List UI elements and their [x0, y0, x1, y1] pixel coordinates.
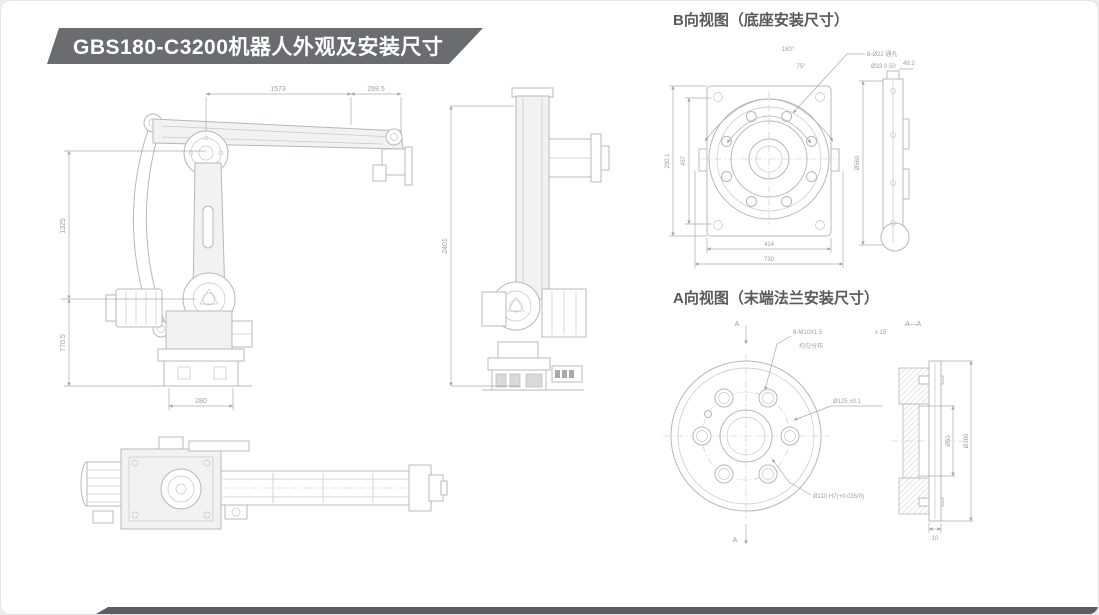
dim-angle-inner: 75° [796, 64, 806, 70]
page-title: GBS180-C3200机器人外观及安装尺寸 [73, 36, 444, 59]
dim-plate-thickness: 10 [932, 536, 939, 542]
callout-mounting-holes: 8-Ø22 通孔 [867, 50, 897, 58]
view-b-title: B向视图（底座安装尺寸） [673, 12, 849, 29]
dim-left-inner: 457 [681, 155, 687, 166]
dim-side-diameter: Ø560 [855, 155, 861, 170]
top-view-robot-art [80, 436, 448, 530]
view-a-title: A向视图（末端法兰安装尺寸） [673, 290, 879, 307]
view-b-drawing: 180° 75° 8-Ø22 通孔 Ø33 0.50 290.1 457 414… [665, 47, 915, 268]
side-view-robot-art [105, 113, 413, 387]
dim-left-outer: 290.1 [665, 153, 671, 169]
dim-bottom-inner: 414 [764, 242, 775, 248]
next-section-banner-edge [96, 607, 1098, 614]
robot-top-view-drawing [80, 436, 448, 530]
dim-flange-od: Ø160 [964, 433, 970, 448]
callout-flange-bolts: 6-M10X1.5 [793, 330, 823, 336]
view-a-drawing: A A 6-M10X1.5 x 15 均匀分布 Ø125 ±0.1 Ø110 H… [663, 321, 973, 544]
callout-bolt-depth: x 15 [875, 330, 887, 336]
callout-evenly-distributed: 均匀分布 [799, 342, 823, 350]
view-a-dimensions: A A 6-M10X1.5 x 15 均匀分布 Ø125 ±0.1 Ø110 H… [733, 321, 973, 544]
dim-upper-height: 1325 [60, 218, 67, 234]
section-arrow-label-bottom: A [733, 537, 738, 544]
callout-counterbore: Ø33 0.50 [871, 64, 896, 70]
dim-lower-height: 770.5 [60, 334, 67, 352]
dim-total-height: 2401 [442, 238, 449, 254]
dim-hub-bore: Ø50 [946, 435, 952, 447]
section-label: A—A [904, 321, 922, 328]
dim-side-top: 49.2 [903, 61, 915, 67]
view-a-art [663, 354, 966, 522]
dim-angle-outer: 180° [782, 47, 795, 53]
dim-bottom-outer: 730 [764, 257, 775, 263]
dim-wrist-offset: 269.5 [367, 86, 385, 93]
view-b-art [698, 70, 910, 252]
section-arrow-label-top: A [735, 321, 740, 328]
title-banner: GBS180-C3200机器人外观及安装尺寸 [47, 28, 483, 64]
robot-side-view-drawing: 1573 269.5 1325 770.5 280 [60, 86, 413, 410]
front-view-dimensions: 2401 [442, 105, 519, 387]
dim-center-bore: Ø110 H7(+0.035/0) [813, 494, 864, 500]
robot-front-view-drawing: 2401 [442, 87, 610, 391]
view-b-dimensions: 180° 75° 8-Ø22 通孔 Ø33 0.50 290.1 457 414… [665, 47, 915, 268]
dim-arm-length: 1573 [270, 86, 286, 93]
dim-bolt-circle: Ø125 ±0.1 [833, 399, 862, 405]
front-view-robot-art [481, 87, 610, 391]
dim-base-width: 280 [195, 398, 207, 405]
side-view-dimensions: 1573 269.5 1325 770.5 280 [60, 86, 402, 410]
flange-bolt-holes [692, 388, 800, 484]
